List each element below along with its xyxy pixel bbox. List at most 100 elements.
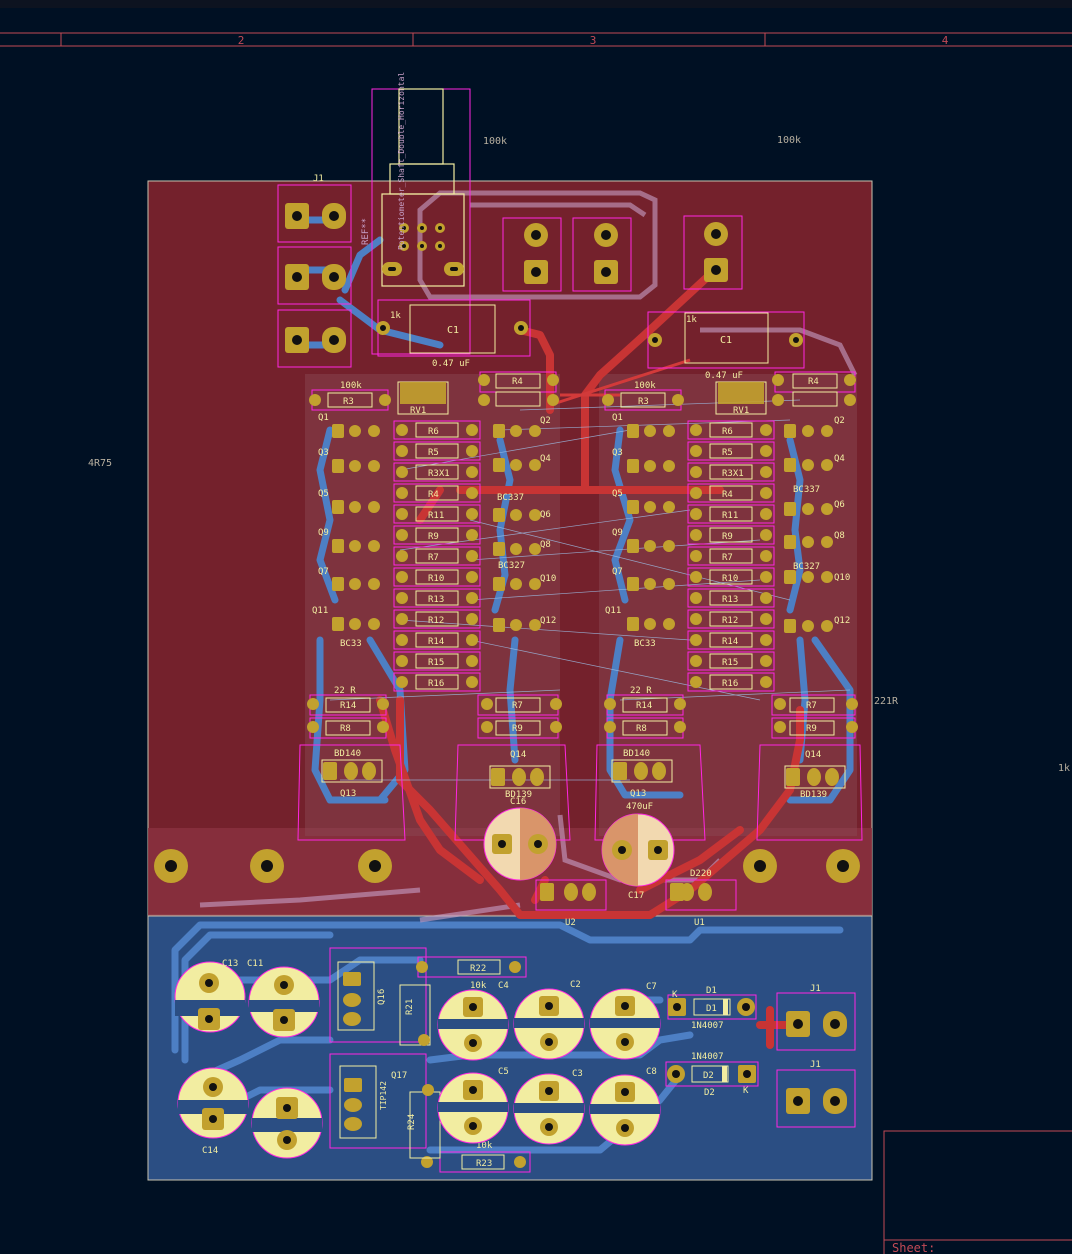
amp-right-resistor-r14[interactable]: R14: [687, 630, 775, 650]
diode-d1[interactable]: D1 D1 1N4007 K: [667, 986, 757, 1031]
amp-right-bc327: BC327: [793, 562, 820, 572]
amp-left[interactable]: R3 100k RV1 R4: [309, 371, 559, 416]
resistor-label: R7: [428, 553, 439, 563]
c2-label: C2: [570, 980, 581, 990]
amp-right-r3: R3: [638, 397, 649, 407]
d2-ref: D2: [704, 1088, 715, 1098]
amp-right-resistor-r5[interactable]: R5: [687, 441, 775, 461]
amp-right-resistor-r3x1[interactable]: R3X1: [687, 462, 775, 482]
connector-j1-top-a[interactable]: [502, 217, 562, 292]
amp-right-q7: Q7: [612, 567, 623, 577]
diode-d2[interactable]: D2 1N4007 D2 K: [665, 1052, 759, 1098]
amp-left-resistor-r13[interactable]: R13: [393, 588, 481, 608]
connector-j1-power-1[interactable]: J1: [776, 984, 856, 1051]
r22-label: R22: [470, 964, 486, 974]
amp-left-output[interactable]: R14 R8 22 R R7 R9 BD140 Q13 BD139 Q14: [297, 686, 571, 841]
d2-value: 1N4007: [691, 1052, 724, 1062]
supply-caps-middle[interactable]: [437, 988, 661, 1146]
resistor-label: R5: [428, 448, 439, 458]
d1-k: K: [672, 990, 678, 1000]
amp-left-resistor-r7[interactable]: R7: [393, 546, 481, 566]
c17-value: 470uF: [626, 802, 653, 812]
capacitor-c16[interactable]: C16: [483, 797, 557, 881]
front-copper-zone[interactable]: [147, 180, 873, 916]
amp-left-q2: Q2: [540, 416, 551, 426]
q16-label: Q16: [377, 989, 387, 1005]
amp-right-resistor-r12[interactable]: R12: [687, 609, 775, 629]
amp-left-resistor-r15[interactable]: R15: [393, 651, 481, 671]
amp-left-resistor-r5[interactable]: R5: [393, 441, 481, 461]
supply-caps-left[interactable]: C13 C11 C14 C10: [174, 959, 323, 1159]
resistor-label: R14: [428, 637, 444, 647]
supply-cap-2[interactable]: [513, 988, 585, 1060]
amp-right-resistor-r10[interactable]: R10: [687, 567, 775, 587]
amp-left-resistor-r3x1[interactable]: R3X1: [393, 462, 481, 482]
amp-right-r8: R8: [636, 724, 647, 734]
c11-label: C11: [247, 959, 263, 969]
transistor-q17[interactable]: Q17 TIP142: [329, 1053, 427, 1149]
amp-right-output[interactable]: R14 R8 22 R R7 R9 BD140 Q13 BD139 Q14: [594, 686, 863, 841]
amp-right[interactable]: R3 100k RV1 R4: [602, 371, 856, 416]
amp-right-resistor-r6[interactable]: R6: [687, 420, 775, 440]
transistor-q16[interactable]: Q16: [329, 947, 427, 1043]
c1-right-value: 0.47 uF: [705, 371, 743, 381]
supply-cap-1[interactable]: [437, 989, 509, 1061]
supply-cap-6[interactable]: [589, 1074, 661, 1146]
amp-left-resistor-r16[interactable]: R16: [393, 672, 481, 692]
amp-left-transistors[interactable]: Q1 Q2 Q3 Q4 Q5 Q6 Q7 Q8 Q9 Q10 Q11 Q12 B…: [312, 413, 556, 649]
connector-j1-top-b[interactable]: [572, 217, 632, 292]
amp-right-resistor-r16[interactable]: R16: [687, 672, 775, 692]
pot-value-right: 100k: [777, 135, 801, 146]
capacitor-c1-right[interactable]: C1 0.47 uF 1k: [647, 311, 805, 381]
amp-left-resistor-r14[interactable]: R14: [393, 630, 481, 650]
connector-j1-power-2[interactable]: J1: [776, 1060, 856, 1128]
q17-label: Q17: [391, 1071, 407, 1081]
amp-right-transistors[interactable]: Q1 Q2 Q3 Q4 Q5 Q6 Q7 Q8 Q9 Q10 Q11 Q12 B…: [605, 413, 850, 649]
connector-j1-left-1[interactable]: J1: [277, 174, 352, 243]
d1-ref: D1: [706, 986, 717, 996]
regulator-u2[interactable]: U2: [535, 879, 607, 928]
resistor-label: R4: [722, 490, 733, 500]
amp-left-r7: R7: [512, 701, 523, 711]
u1-label: U1: [694, 918, 705, 928]
amp-right-resistor-r11[interactable]: R11: [687, 504, 775, 524]
connector-j1-top-c[interactable]: [683, 215, 743, 290]
pot-footprint-name: Potentiometer_Shaft_Double_Horizontal: [397, 72, 406, 250]
amp-right-bd139: BD139: [800, 790, 827, 800]
amp-left-q14: Q14: [510, 750, 526, 760]
amp-right-resistor-r7[interactable]: R7: [687, 546, 775, 566]
amp-right-q6: Q6: [834, 500, 845, 510]
c5-label: C5: [498, 1067, 509, 1077]
amp-right-resistor-r15[interactable]: R15: [687, 651, 775, 671]
supply-cap-5[interactable]: [513, 1073, 585, 1145]
amp-right-resistor-r13[interactable]: R13: [687, 588, 775, 608]
capacitor-c1-left[interactable]: C1 0.47 uF 1k: [376, 299, 531, 369]
c13-label: C13: [222, 959, 238, 969]
amp-left-resistor-r4[interactable]: R4: [393, 483, 481, 503]
connector-j1-left-3[interactable]: [277, 309, 352, 368]
potentiometer-footprint[interactable]: REF** Potentiometer_Shaft_Double_Horizon…: [361, 72, 471, 355]
supply-cap-4[interactable]: [437, 1072, 509, 1144]
supply-resistors[interactable]: R22 R23 R21 R24 10k: [399, 956, 531, 1173]
connector-j1-left-2[interactable]: [277, 246, 352, 305]
amp-left-resistor-r11[interactable]: R11: [393, 504, 481, 524]
amp-right-resistor-r4[interactable]: R4: [687, 483, 775, 503]
amp-right-resistor-r9[interactable]: R9: [687, 525, 775, 545]
resistor-label: R10: [428, 574, 444, 584]
amp-left-resistor-r10[interactable]: R10: [393, 567, 481, 587]
amp-right-r9: R9: [806, 724, 817, 734]
capacitor-c17[interactable]: 470uF C17: [601, 802, 675, 901]
r23-value: 10k: [476, 1141, 493, 1151]
amp-left-resistor-r6[interactable]: R6: [393, 420, 481, 440]
regulator-u1[interactable]: U1 D220: [665, 869, 737, 928]
mounting-holes[interactable]: [154, 849, 860, 883]
amp-left-resistor-r12[interactable]: R12: [393, 609, 481, 629]
supply-cap-3[interactable]: [589, 988, 661, 1060]
amp-left-resistor-r9[interactable]: R9: [393, 525, 481, 545]
amp-right-r3-value: 100k: [634, 381, 656, 391]
